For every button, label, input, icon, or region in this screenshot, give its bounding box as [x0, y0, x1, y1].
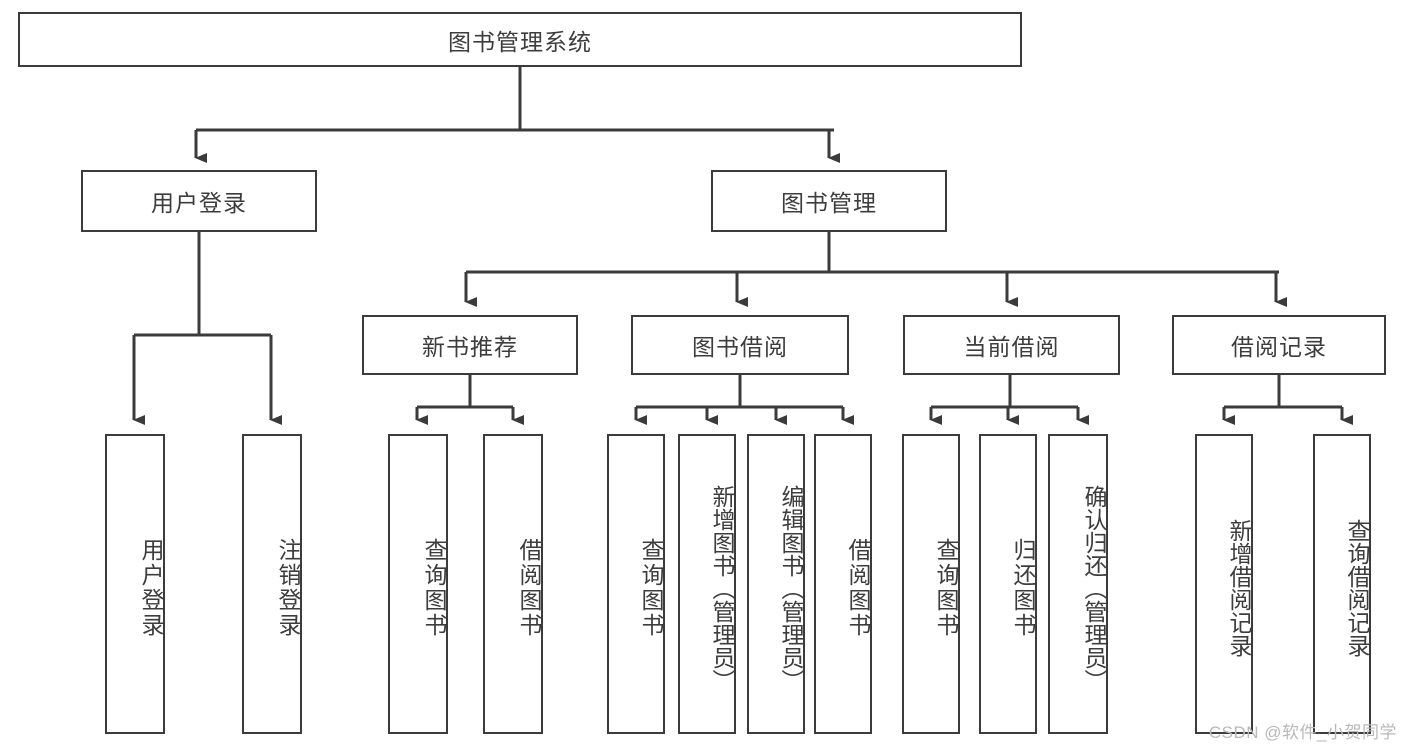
- node-label: 查询借阅记录: [1344, 519, 1370, 657]
- node-label: 借阅记录: [1231, 334, 1327, 360]
- node-new-book-recommend[interactable]: 新书推荐: [362, 315, 578, 375]
- node-current-borrow[interactable]: 当前借阅: [903, 315, 1120, 375]
- node-label: 编辑图书（管理员）: [778, 484, 804, 692]
- node-label: 归还图书: [1010, 538, 1036, 638]
- node-label: 新增借阅记录: [1226, 519, 1252, 657]
- node-label: 新书推荐: [422, 334, 518, 360]
- leaf-query-book-current[interactable]: 查询图书: [902, 434, 960, 734]
- leaf-edit-book-admin[interactable]: 编辑图书（管理员）: [747, 434, 805, 734]
- leaf-add-book-admin[interactable]: 新增图书（管理员）: [678, 434, 736, 734]
- node-borrow-record[interactable]: 借阅记录: [1172, 315, 1386, 375]
- csdn-watermark: CSDN @软件_小贺同学: [1208, 723, 1397, 742]
- node-label: 新增图书（管理员）: [709, 484, 735, 692]
- leaf-query-book-borrow[interactable]: 查询图书: [607, 434, 665, 734]
- node-label: 图书借阅: [692, 334, 788, 360]
- leaf-user-login[interactable]: 用户登录: [105, 434, 165, 734]
- leaf-borrow-book[interactable]: 借阅图书: [814, 434, 872, 734]
- node-label: 借阅图书: [516, 538, 542, 638]
- node-label: 图书管理系统: [448, 28, 592, 55]
- node-book-management[interactable]: 图书管理: [711, 170, 947, 232]
- leaf-query-book-recommend[interactable]: 查询图书: [388, 434, 448, 734]
- node-label: 查询图书: [638, 538, 664, 638]
- node-label: 用户登录: [138, 538, 164, 638]
- node-label: 图书管理: [781, 190, 877, 216]
- leaf-query-borrow-record[interactable]: 查询借阅记录: [1313, 434, 1371, 734]
- node-label: 当前借阅: [963, 334, 1060, 360]
- leaf-logout[interactable]: 注销登录: [242, 434, 302, 734]
- node-book-borrow[interactable]: 图书借阅: [631, 315, 849, 375]
- node-label: 查询图书: [421, 538, 447, 638]
- node-user-login[interactable]: 用户登录: [81, 170, 317, 232]
- node-label: 查询图书: [933, 538, 959, 638]
- leaf-borrow-book-recommend[interactable]: 借阅图书: [483, 434, 543, 734]
- node-root-book-management-system[interactable]: 图书管理系统: [18, 12, 1022, 67]
- node-label: 确认归还（管理员）: [1081, 484, 1107, 692]
- leaf-confirm-return-admin[interactable]: 确认归还（管理员）: [1048, 434, 1108, 734]
- node-label: 用户登录: [151, 190, 247, 216]
- node-label: 借阅图书: [845, 538, 871, 638]
- leaf-add-borrow-record[interactable]: 新增借阅记录: [1195, 434, 1253, 734]
- node-label: 注销登录: [275, 538, 301, 638]
- leaf-return-book[interactable]: 归还图书: [979, 434, 1037, 734]
